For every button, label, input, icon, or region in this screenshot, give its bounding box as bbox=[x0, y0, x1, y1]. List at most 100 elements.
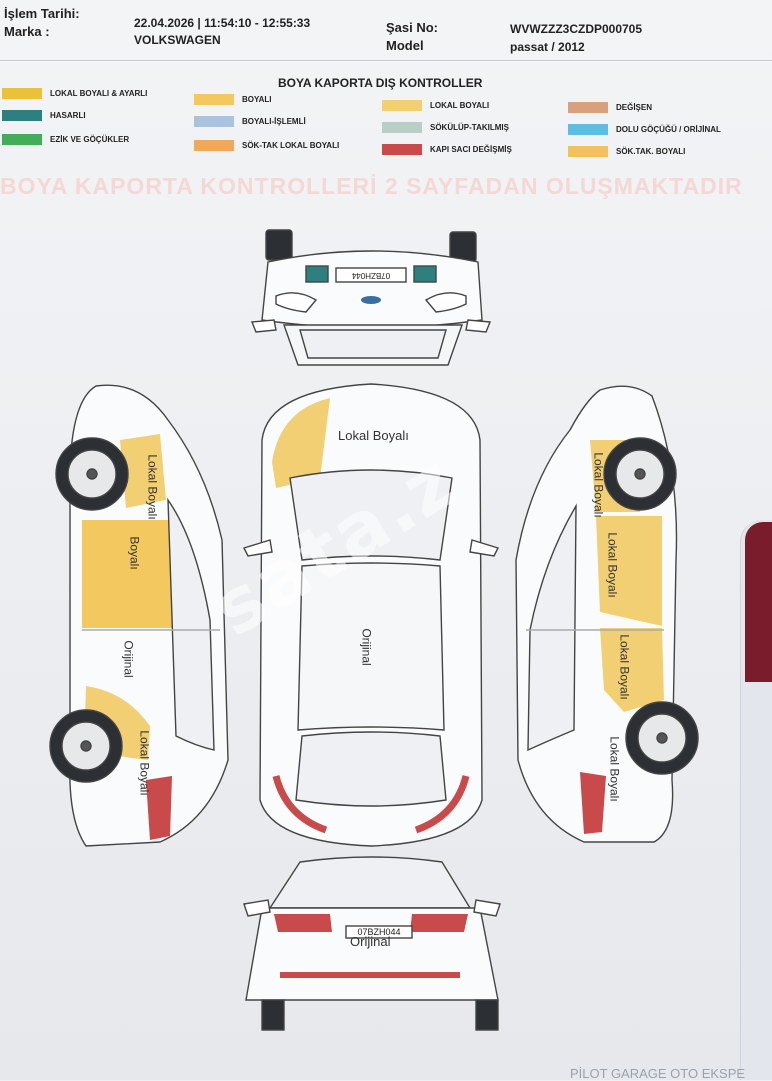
top-rear-window bbox=[295, 731, 447, 807]
model-label: Model bbox=[386, 38, 424, 53]
front-grille-left bbox=[305, 265, 329, 283]
rear-right-tire bbox=[475, 999, 499, 1031]
front-logo bbox=[361, 296, 381, 304]
left-rear-bumper-damage bbox=[146, 776, 172, 840]
rear-plate: 07BZH044 bbox=[357, 927, 400, 937]
legend-item: SÖKÜLÜP-TAKILMIŞ bbox=[382, 122, 509, 133]
legend-title: BOYA KAPORTA DIŞ KONTROLLER bbox=[278, 76, 483, 90]
folder-tab bbox=[745, 522, 772, 682]
islem-tarihi-label: İşlem Tarihi: bbox=[4, 6, 80, 21]
legend-item: HASARLI bbox=[2, 110, 86, 121]
legend-label: HASARLI bbox=[50, 111, 86, 120]
marka-value: VOLKSWAGEN bbox=[134, 33, 221, 47]
left-rear-fender-label: Lokal Boyalı bbox=[137, 730, 152, 796]
top-right-rear-damage bbox=[414, 775, 470, 834]
top-left-mirror bbox=[243, 539, 273, 557]
right-front-fender-label: Lokal Boyalı bbox=[591, 452, 606, 518]
legend-label: SÖKÜLÜP-TAKILMIŞ bbox=[430, 123, 509, 132]
rear-left-tire bbox=[261, 999, 285, 1031]
top-roof bbox=[297, 562, 445, 731]
legend-label: BOYALI bbox=[242, 95, 272, 104]
left-rear-door-label: Orijinal bbox=[121, 640, 136, 678]
legend-swatch bbox=[194, 140, 234, 151]
right-side-view bbox=[515, 385, 699, 843]
top-windshield bbox=[289, 469, 453, 561]
marka-label: Marka : bbox=[4, 24, 50, 39]
legend-label: SÖK.TAK. BOYALI bbox=[616, 147, 686, 156]
legend-label: LOKAL BOYALI & AYARLI bbox=[50, 89, 148, 98]
legend-label: DOLU GÖÇÜĞÜ / ORİJİNAL bbox=[616, 125, 721, 134]
legend-swatch bbox=[382, 144, 422, 155]
left-side-view bbox=[49, 384, 229, 847]
legend-swatch bbox=[568, 124, 608, 135]
legend-label: DEĞİŞEN bbox=[616, 103, 653, 112]
legend-swatch bbox=[568, 102, 608, 113]
top-right-mirror bbox=[469, 539, 499, 557]
islem-tarihi-value: 22.04.2026 | 11:54:10 - 12:55:33 bbox=[134, 16, 311, 30]
right-front-door-paint bbox=[596, 516, 662, 626]
legend-item: LOKAL BOYALI bbox=[382, 100, 489, 111]
right-rear-door-label: Lokal Boyalı bbox=[617, 634, 632, 700]
left-front-door-label: Boyalı bbox=[127, 536, 142, 570]
rear-left-mirror bbox=[243, 899, 271, 917]
legend-item: LOKAL BOYALI & AYARLI bbox=[2, 88, 147, 99]
left-front-fender-label: Lokal Boyalı bbox=[145, 454, 160, 520]
left-front-door-paint bbox=[82, 520, 172, 628]
legend-label: BOYALI-İŞLEMLİ bbox=[242, 117, 306, 126]
front-right-headlight bbox=[424, 292, 467, 313]
front-left-tire bbox=[265, 229, 293, 261]
right-rear-door-paint bbox=[600, 628, 664, 712]
legend-item: BOYALI-İŞLEMLİ bbox=[194, 116, 306, 127]
rear-window bbox=[268, 856, 472, 909]
rear-right-mirror bbox=[473, 899, 501, 917]
left-windows bbox=[167, 497, 215, 751]
legend-swatch bbox=[194, 116, 234, 127]
roof-label: Orijinal bbox=[359, 628, 374, 666]
legend-item: SÖK.TAK. BOYALI bbox=[568, 146, 685, 157]
front-right-mirror bbox=[465, 319, 491, 333]
right-rear-fender-label: Lokal Boyalı bbox=[607, 736, 622, 802]
legend-item: EZİK VE GÖÇÜKLER bbox=[2, 134, 129, 145]
front-left-mirror bbox=[251, 319, 277, 333]
right-front-door-label: Lokal Boyalı bbox=[605, 532, 620, 598]
legend-item: DEĞİŞEN bbox=[568, 102, 652, 113]
legend-item: SÖK-TAK LOKAL BOYALI bbox=[194, 140, 339, 151]
rear-left-taillight bbox=[274, 914, 332, 932]
front-grille-right bbox=[413, 265, 437, 283]
rear-view bbox=[243, 856, 501, 1031]
legend-item: BOYALI bbox=[194, 94, 272, 105]
legend-item: DOLU GÖÇÜĞÜ / ORİJİNAL bbox=[568, 124, 721, 135]
footer-brand: PİLOT GARAGE OTO EKSPE bbox=[570, 1066, 746, 1081]
front-left-headlight bbox=[275, 292, 318, 313]
legend-label: LOKAL BOYALI bbox=[430, 101, 490, 110]
sasi-value: WVWZZZ3CZDP000705 bbox=[510, 22, 643, 36]
legend-swatch bbox=[194, 94, 234, 105]
trunk-label: Orijinal bbox=[350, 934, 391, 949]
rear-plate-frame bbox=[345, 925, 413, 939]
legend-swatch bbox=[568, 146, 608, 157]
left-front-fender-paint bbox=[120, 434, 166, 508]
rear-bumper-strip bbox=[280, 972, 460, 978]
front-bumper bbox=[261, 250, 483, 329]
hood-left-paint bbox=[272, 398, 330, 488]
legend-label: SÖK-TAK LOKAL BOYALI bbox=[242, 141, 340, 150]
legend-swatch bbox=[382, 122, 422, 133]
legend-swatch bbox=[2, 88, 42, 99]
front-plate: 07BZH044 bbox=[351, 271, 390, 280]
front-view bbox=[251, 229, 491, 366]
model-value: passat / 2012 bbox=[510, 40, 585, 54]
sasi-label: Şasi No: bbox=[386, 20, 439, 35]
legend-swatch bbox=[382, 100, 422, 111]
legend-swatch bbox=[2, 110, 42, 121]
top-left-rear-damage bbox=[272, 775, 328, 834]
legend-swatch bbox=[2, 134, 42, 145]
legend-item: KAPI SACI DEĞİŞMİŞ bbox=[382, 144, 512, 155]
rear-right-taillight bbox=[410, 914, 468, 932]
legend-label: EZİK VE GÖÇÜKLER bbox=[50, 135, 130, 144]
hood-label: Lokal Boyalı bbox=[338, 428, 409, 443]
header-divider bbox=[0, 60, 772, 61]
page-count-banner: BOYA KAPORTA KONTROLLERİ 2 SAYFADAN OLUŞ… bbox=[0, 173, 743, 199]
legend-label: KAPI SACI DEĞİŞMİŞ bbox=[430, 145, 512, 154]
top-view bbox=[243, 383, 499, 847]
